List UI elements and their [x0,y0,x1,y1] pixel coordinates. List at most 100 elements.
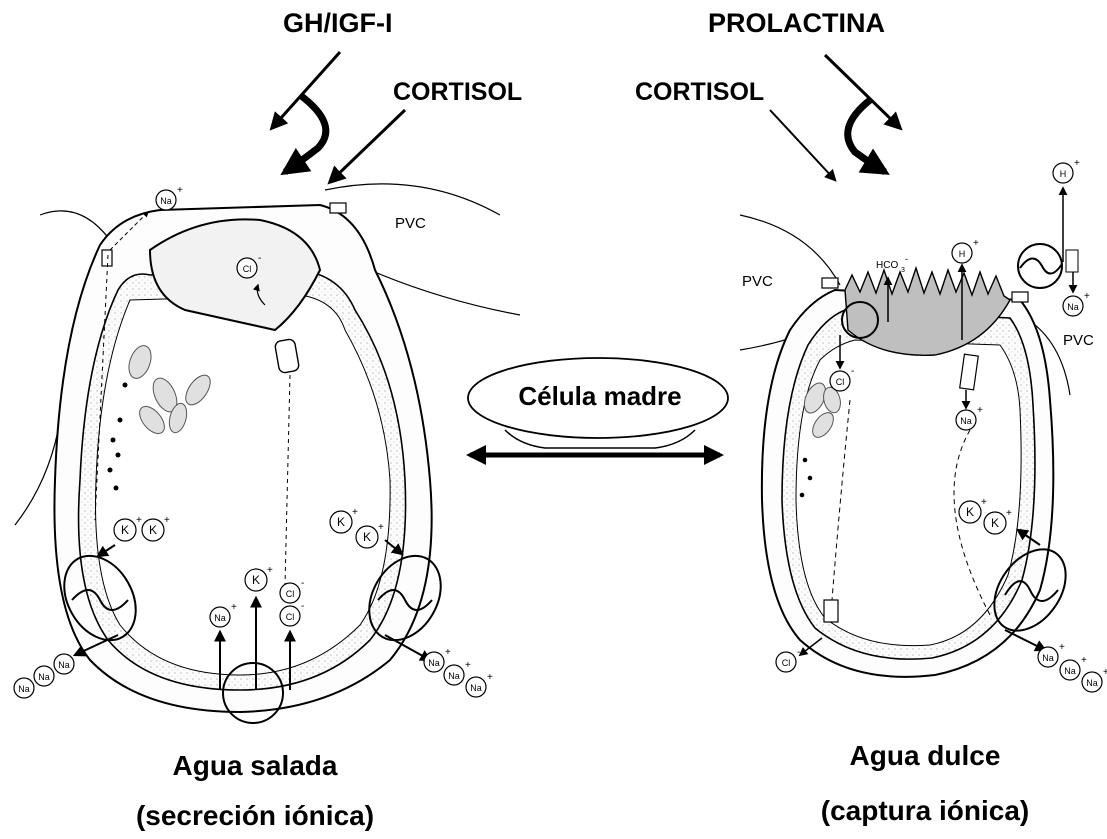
h-badge-pump-symbol: H [1060,169,1067,179]
na-badge-out-left-1-symbol: Na [18,684,30,694]
hormone-arrows-left [272,52,405,182]
right-tight-junction-left [822,278,838,288]
cl-badge-apical-symbol: Cl [836,377,845,387]
seawater-cell [15,184,520,723]
right-na-out-arrow [1005,630,1045,650]
k-badge-right-1-charge: + [352,507,358,518]
prolactina-label: PROLACTINA [708,8,885,39]
seawater-subtitle: (secreción iónica) [100,800,410,832]
right-h-atpase [1018,244,1062,288]
na-badge-out-right-2: Na + [444,660,471,685]
cl-badge-basolateral-charge: - [797,647,800,658]
na-badge-top-left-symbol: Na [160,196,172,206]
na-badge-out-right-3: Na + [466,672,493,697]
k-badge-left-2-symbol: K [149,523,157,537]
h-badge-pump-charge: + [1074,158,1080,169]
gh-igf-arrow [272,52,340,128]
h-badge-pump: H+ [1053,158,1080,183]
na-badge-out-1-symbol: Na [1042,653,1054,663]
cl-badge-left-crypt-charge: - [258,253,261,264]
hco3-symbol: HCO [876,260,898,271]
cortisol-left-arrow [330,110,405,182]
na-badge-out-left-2-symbol: Na [38,672,50,682]
na-badge-pump-in-symbol: Na [1067,302,1079,312]
cl-badge-left-crypt-symbol: Cl [243,264,252,274]
na-badge-out-right-1-charge: + [445,647,451,658]
gh-igf-label: GH/IGF-I [283,8,393,39]
left-pvc-boundary [325,184,500,215]
na-badge-pump-charge: + [231,602,237,613]
pvc-right-cell-left-label: PVC [742,273,773,290]
hco3-charge: - [905,254,908,264]
cl-badge-pump-1-symbol: Cl [286,589,295,599]
na-badge-pump-in: Na + [1063,291,1090,316]
freshwater-title: Agua dulce [810,740,1040,772]
freshwater-cell [740,188,1080,677]
na-badge-out-left-3: Na + [54,649,81,674]
na-badge-out-1: Na + [1038,642,1065,667]
cl-badge-apical-charge: - [851,366,854,377]
na-badge-out-3-charge: + [1103,667,1107,678]
seawater-title: Agua salada [140,750,370,782]
k-badge-right-cell-2-symbol: K [991,516,999,530]
na-badge-out-right-2-charge: + [465,660,471,671]
na-badge-apical-charge: + [977,405,983,416]
na-badge-out-right-2-symbol: Na [448,671,460,681]
na-badge-out-3-symbol: Na [1086,678,1098,688]
na-badge-pump-symbol: Na [214,613,226,623]
k-badge-left-2-charge: + [164,515,170,526]
k-badge-right-2-charge: + [378,522,384,533]
k-badge-right-cell-1-charge: + [981,497,987,508]
cortisol-right-arrow [770,110,835,180]
na-badge-out-2-charge: + [1081,655,1087,666]
pvc-right-cell-right-label: PVC [1063,332,1094,349]
prolactina-arrow [825,55,900,128]
cortisol-right-label: CORTISOL [635,78,764,107]
left-accessory-junction [102,250,112,266]
na-badge-top-left: Na + [156,185,183,210]
h-badge-apical-charge: + [973,238,979,249]
cl-badge-pump-2-symbol: Cl [286,612,295,622]
right-basolateral-cl-channel [824,600,838,622]
na-badge-out-left-3-charge: + [75,649,81,660]
na-badge-out-3: Na + [1082,667,1107,692]
na-badge-out-right-3-charge: + [487,672,493,683]
cl-badge-pump-1-charge: - [301,578,304,589]
na-badge-pump-in-charge: + [1084,291,1090,302]
na-badge-top-left-charge: + [177,185,183,196]
h-badge-apical-symbol: H [959,249,966,259]
na-badge-out-2-symbol: Na [1064,666,1076,676]
k-badge-left-1-charge: + [136,515,142,526]
k-badge-pump-symbol: K [252,573,260,587]
na-badge-out-1-charge: + [1059,642,1065,653]
na-badge-apical-symbol: Na [960,416,972,426]
cortisol-left-label: CORTISOL [393,78,522,107]
k-badge-right-1-symbol: K [337,515,345,529]
right-tight-junction-right [1012,292,1028,302]
cl-badge-basolateral: Cl- [776,647,800,672]
left-tight-junction [330,203,346,213]
cortisol-prolactina-merge-curve [848,100,885,172]
pvc-left-cell-label: PVC [395,215,426,232]
na-badge-out-right-3-symbol: Na [470,683,482,693]
cl-badge-basolateral-symbol: Cl [782,658,791,668]
cl-badge-pump-2-charge: - [301,601,304,612]
freshwater-subtitle: (captura iónica) [775,795,1075,827]
na-badge-out-2: Na + [1060,655,1087,680]
k-badge-right-2-symbol: K [363,530,371,544]
right-h-atpase-wave [1020,258,1062,273]
k-badge-left-1-symbol: K [121,523,129,537]
na-badge-out-right-1-symbol: Na [428,658,440,668]
stem-cell-label: Célula madre [505,381,695,412]
h-badge-apical: H+ [952,238,979,263]
k-badge-pump-charge: + [267,565,273,576]
k-badge-right-cell-2-charge: + [1006,508,1012,519]
right-h-channel [1066,250,1078,272]
k-badge-right-cell-1-symbol: K [966,505,974,519]
hormone-arrows-right [770,55,900,180]
hco3-subscript: 3 [901,267,905,274]
na-badge-out-left-3-symbol: Na [58,660,70,670]
